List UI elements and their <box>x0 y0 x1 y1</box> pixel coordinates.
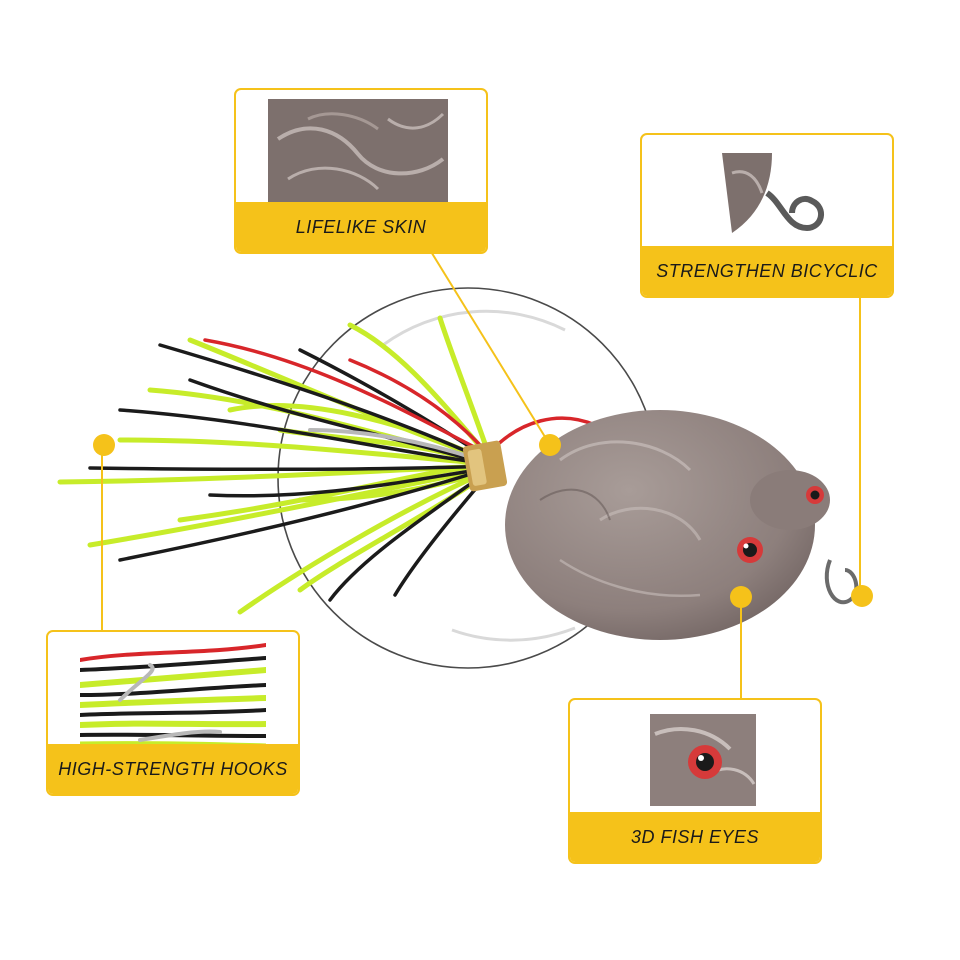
label-3d-fish-eyes: 3D FISH EYES <box>570 812 820 862</box>
connector-lines <box>101 249 861 700</box>
hotspot-dot-loop <box>851 585 873 607</box>
label-strengthen-bicyclic: STRENGTHEN BICYCLIC <box>642 246 892 296</box>
hotspot-dot-hooks <box>93 434 115 456</box>
silicone-skirt <box>57 315 597 615</box>
line-tie-loop <box>824 559 859 605</box>
callout-high-strength-hooks: HIGH-STRENGTH HOOKS <box>46 630 300 796</box>
callout-3d-fish-eyes: 3D FISH EYES <box>568 698 822 864</box>
eye-closeup-image <box>650 714 756 806</box>
label-high-strength-hooks: HIGH-STRENGTH HOOKS <box>48 744 298 794</box>
frog-body <box>505 410 859 640</box>
callout-strengthen-bicyclic: STRENGTHEN BICYCLIC <box>640 133 894 298</box>
hooks-closeup-image <box>80 640 266 750</box>
skin-closeup-image <box>268 99 448 203</box>
hotspot-dot-eyes <box>730 586 752 608</box>
callout-lifelike-skin: LIFELIKE SKIN <box>234 88 488 254</box>
brass-collar <box>462 440 508 492</box>
hotspot-dot-skin <box>539 434 561 456</box>
loop-closeup-image <box>722 153 824 233</box>
label-lifelike-skin: LIFELIKE SKIN <box>236 202 486 252</box>
